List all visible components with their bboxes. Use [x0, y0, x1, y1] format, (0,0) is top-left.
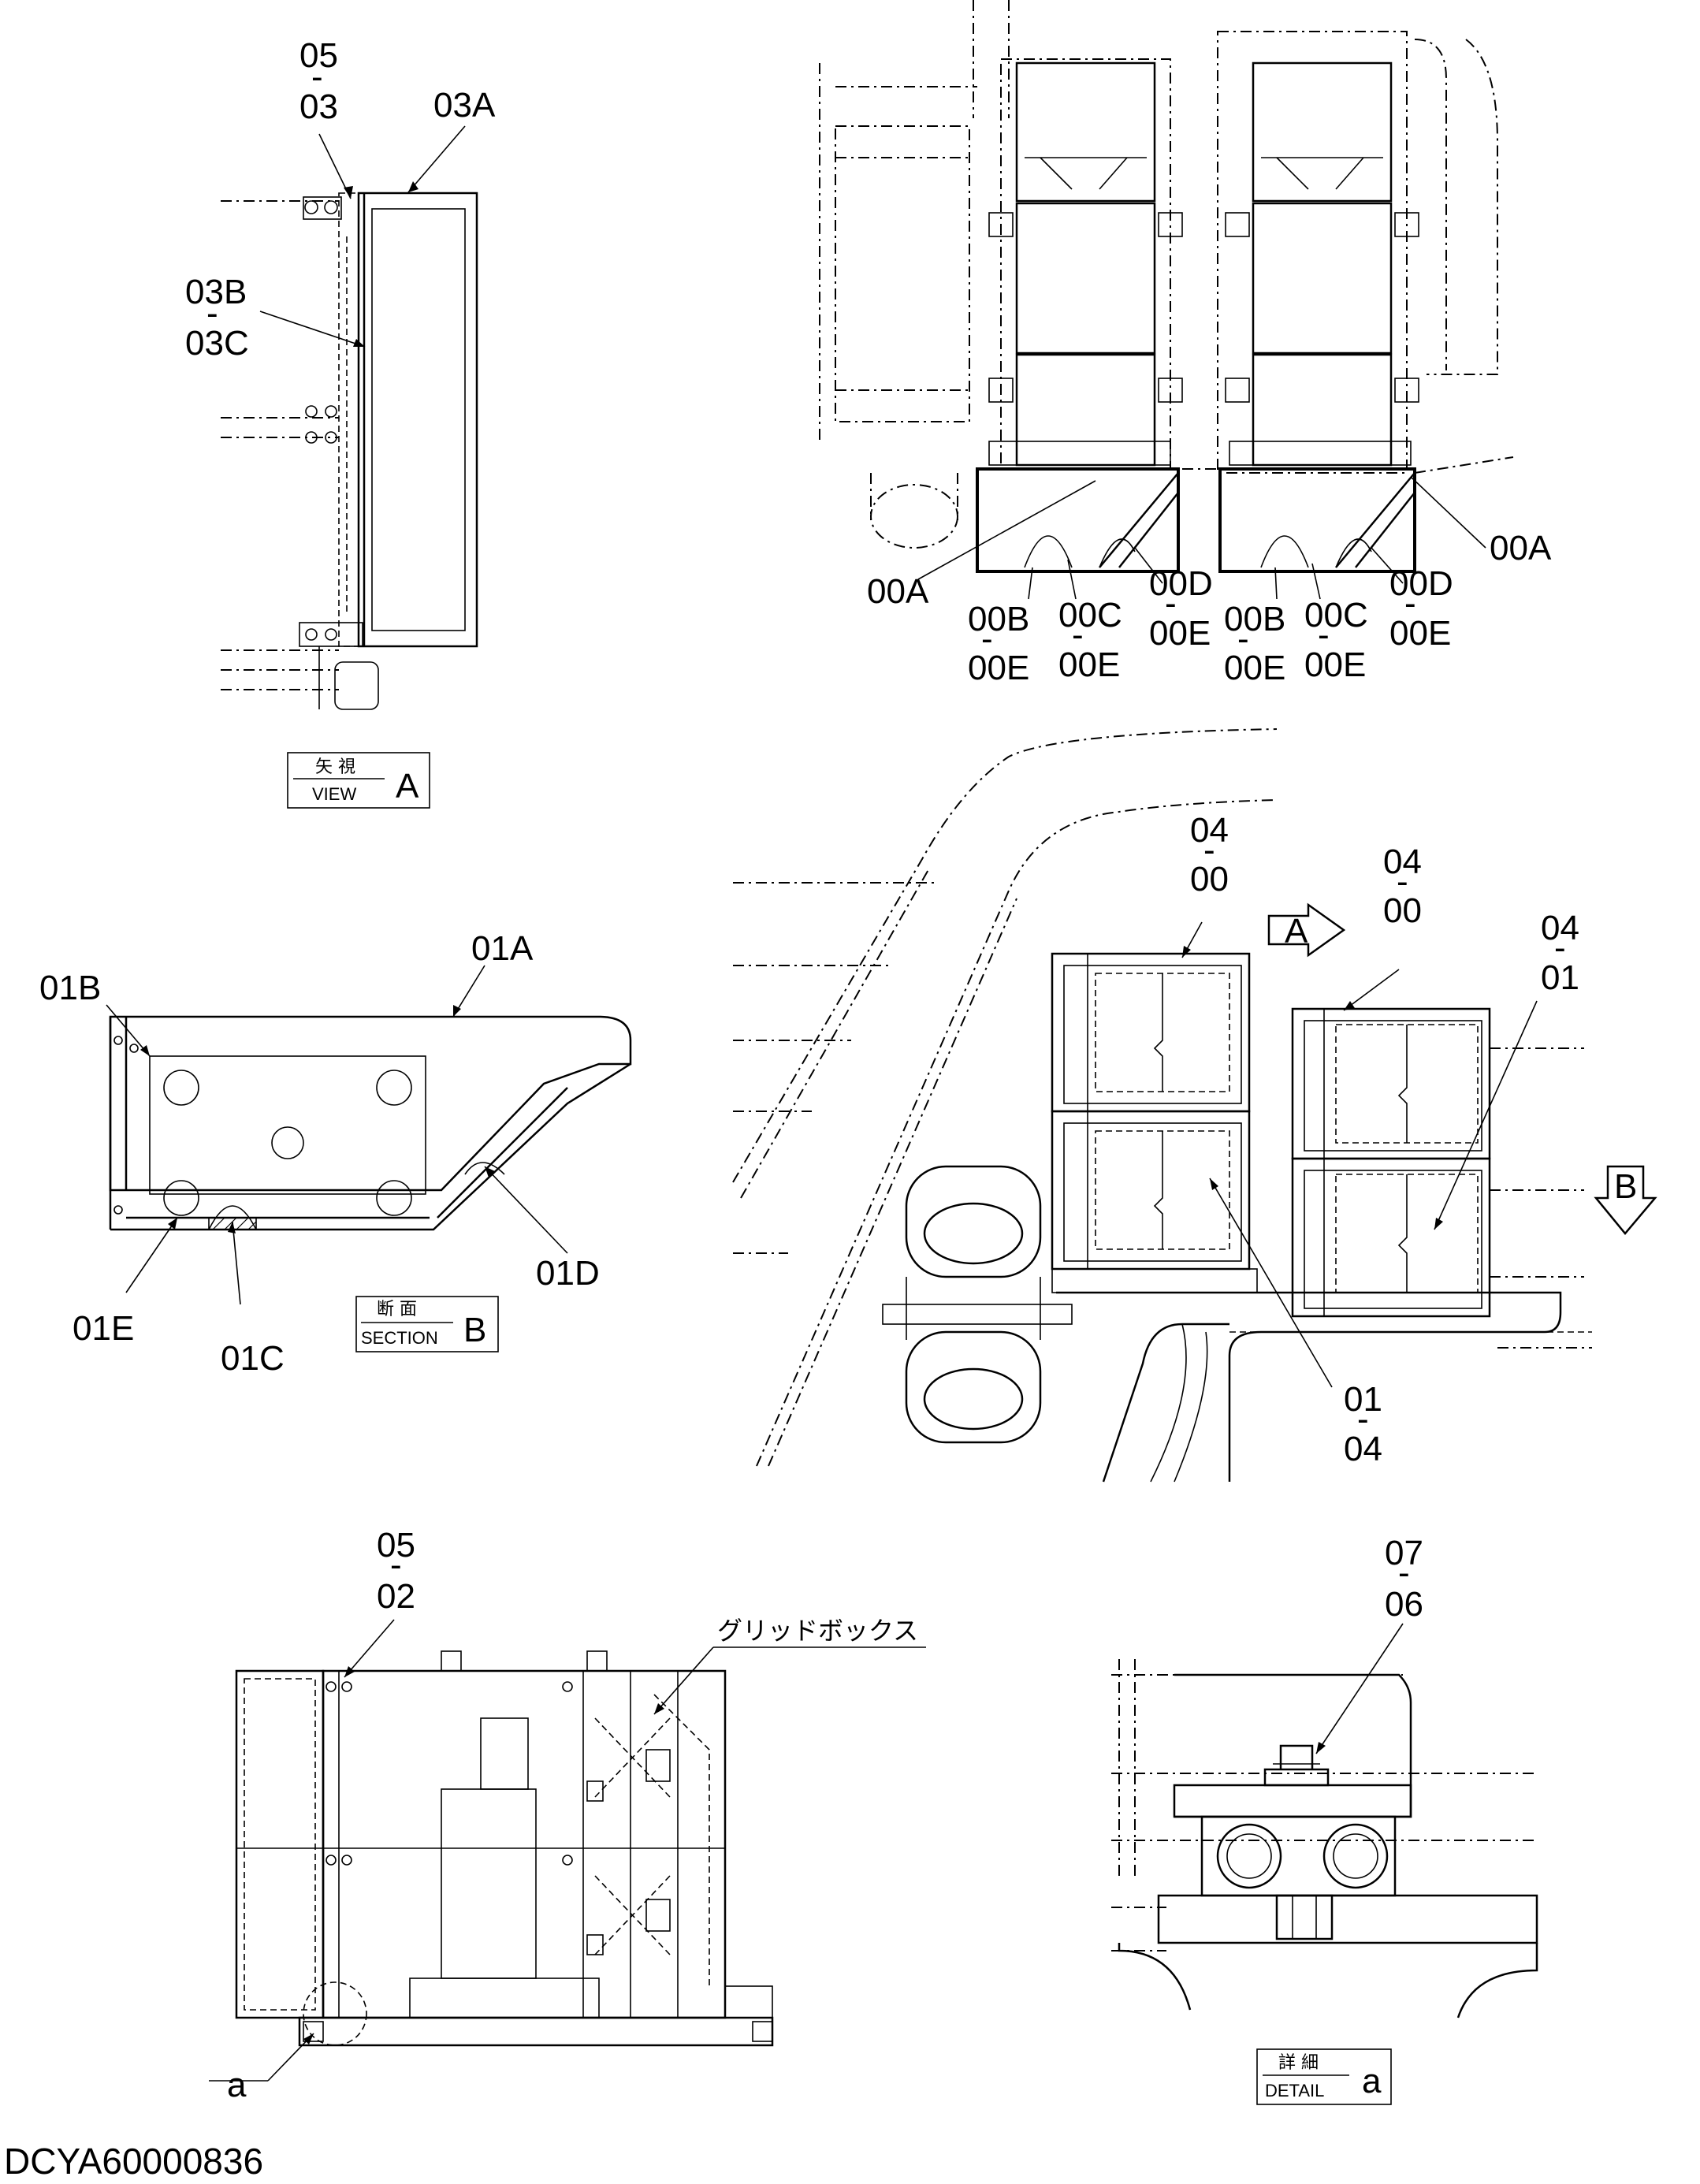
callout-detail-a-ref: a: [227, 2066, 247, 2104]
main-view-drawing: [732, 728, 1657, 1483]
callout-05-03-top: 05: [299, 36, 338, 75]
callout-dash: -: [981, 619, 993, 658]
callout-dash: -: [1072, 616, 1084, 654]
callout-00b-00e-right-bottom: 00E: [1224, 649, 1285, 687]
callout-dash: -: [1398, 1553, 1410, 1592]
callout-dash: -: [1165, 584, 1177, 623]
view-a-drawing: [221, 192, 478, 710]
bottom-left-drawing: [235, 1650, 774, 2047]
view-a-title-en: VIEW: [312, 784, 356, 804]
callout-dash: -: [1357, 1400, 1369, 1438]
callout-00a-right: 00A: [1490, 529, 1552, 567]
section-b-drawing: [109, 1015, 632, 1231]
arrow-a-label: A: [1285, 912, 1308, 951]
callout-00b-00e-left-bottom: 00E: [968, 649, 1029, 687]
view-a-title-box: 矢 視 VIEW A: [287, 752, 430, 809]
callout-00d-00e-right-bottom: 00E: [1389, 614, 1451, 653]
callout-04-01-bottom: 01: [1541, 958, 1579, 997]
callout-01e: 01E: [73, 1309, 134, 1348]
callout-dash: -: [1237, 619, 1249, 658]
callout-00b-00e-left-top: 00B: [968, 600, 1029, 638]
callout-03b-03c-bottom: 03C: [185, 324, 249, 363]
callout-00b-00e-right-top: 00B: [1224, 600, 1285, 638]
callout-04-01-top: 04: [1541, 909, 1579, 947]
callout-00c-00e-right-bottom: 00E: [1304, 646, 1366, 684]
section-b-leaders: [106, 965, 568, 1305]
callout-dash: -: [1318, 616, 1330, 654]
callout-05-02-bottom: 02: [377, 1577, 415, 1616]
main-view-leaders: [1181, 921, 1538, 1388]
top-right-drawing: [819, 0, 1514, 573]
callout-04-00-right-top: 04: [1383, 843, 1422, 881]
callout-dash: -: [1404, 584, 1416, 623]
callout-00c-00e-left-top: 00C: [1058, 596, 1122, 634]
section-b-title-jp: 断 面: [377, 1300, 417, 1319]
callout-00d-00e-left-top: 00D: [1149, 564, 1213, 603]
callout-05-03-bottom: 03: [299, 87, 338, 126]
callout-00c-00e-right-top: 00C: [1304, 596, 1368, 634]
callout-07-06-bottom: 06: [1385, 1585, 1423, 1624]
arrow-b-label: B: [1614, 1167, 1637, 1206]
callout-grid-box: グリッドボックス: [717, 1616, 918, 1646]
callout-07-06-top: 07: [1385, 1534, 1423, 1572]
bottom-left-leaders: [209, 1619, 926, 2082]
callout-04-00-left-bottom: 00: [1190, 860, 1229, 899]
top-right-leaders: [917, 476, 1486, 600]
callout-01-04-top: 01: [1344, 1380, 1382, 1419]
detail-a-leaders: [1315, 1623, 1404, 1754]
callout-01d: 01D: [536, 1254, 600, 1293]
detail-a-title-box: 詳 細 DETAIL a: [1256, 2048, 1392, 2105]
view-a-title-jp: 矢 視: [315, 757, 355, 777]
callout-dash: -: [1203, 831, 1215, 869]
callout-01a: 01A: [471, 929, 534, 968]
detail-a-title-jp: 詳 細: [1278, 2053, 1319, 2073]
detail-a-letter: a: [1362, 2062, 1382, 2100]
view-a-letter: A: [396, 767, 419, 806]
section-b-title-en: SECTION: [361, 1328, 438, 1348]
detail-a-drawing: [1111, 1659, 1538, 2018]
callout-dash: -: [390, 1546, 402, 1584]
callout-00d-00e-right-top: 00D: [1389, 564, 1453, 603]
callout-01c: 01C: [221, 1339, 285, 1378]
callout-dash: -: [1554, 928, 1566, 967]
callout-05-02-top: 05: [377, 1526, 415, 1565]
callout-04-00-right-bottom: 00: [1383, 891, 1422, 930]
detail-a-title-en: DETAIL: [1265, 2081, 1324, 2100]
callout-03b-03c-top: 03B: [185, 273, 247, 311]
callout-dash: -: [206, 294, 218, 333]
view-a-leaders: [259, 125, 466, 348]
callout-dash: -: [311, 58, 323, 96]
callout-01-04-bottom: 04: [1344, 1430, 1382, 1468]
callout-04-00-left-top: 04: [1190, 811, 1229, 850]
callout-00c-00e-left-bottom: 00E: [1058, 646, 1120, 684]
callout-01b: 01B: [39, 969, 101, 1007]
callout-03a: 03A: [433, 86, 496, 125]
callout-dash: -: [1397, 862, 1408, 901]
callout-00d-00e-left-bottom: 00E: [1149, 614, 1211, 653]
callout-00a-left: 00A: [867, 572, 929, 611]
section-b-letter: B: [463, 1311, 486, 1349]
drawing-id: DCYA60000836: [4, 2141, 263, 2182]
section-b-title-box: 断 面 SECTION B: [355, 1296, 499, 1352]
